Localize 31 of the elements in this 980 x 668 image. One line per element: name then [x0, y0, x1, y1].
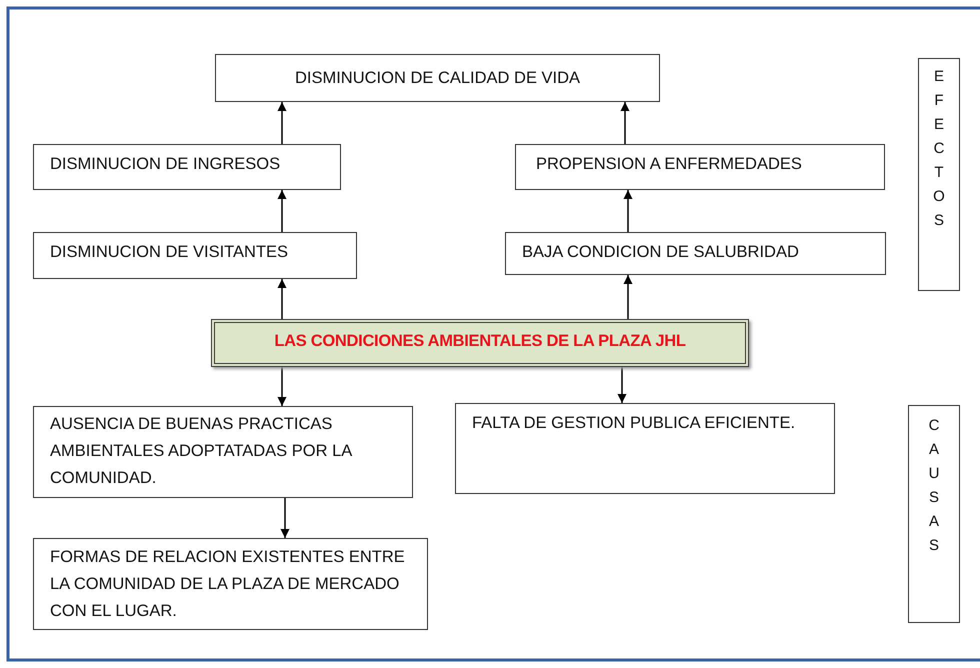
box-text: LAS CONDICIONES AMBIENTALES DE LA PLAZA JHL [273, 331, 687, 352]
text-box [33, 538, 428, 630]
text-box [515, 144, 885, 190]
arrow [278, 279, 286, 319]
box-text: BAJA CONDICION DE SALUBRIDAD [522, 242, 800, 263]
text-box [455, 403, 835, 494]
arrow [624, 190, 632, 232]
text-box [33, 406, 413, 498]
arrow [280, 498, 290, 538]
box-text: AUSENCIA DE BUENAS PRACTICAS AMBIENTALES ADOPTATADAS POR LA COMUNIDAD. [50, 414, 353, 489]
arrow [278, 367, 286, 406]
arrow [624, 275, 632, 319]
central-problem-box [211, 319, 749, 367]
box-text: CAUSAS [928, 416, 940, 556]
box-text: EFECTOS [932, 67, 946, 231]
box-text: PROPENSION A ENFERMEDADES [536, 154, 803, 175]
arrow [620, 102, 630, 144]
arrow [618, 367, 626, 403]
box-text: FALTA DE GESTION PUBLICA EFICIENTE. [472, 413, 796, 434]
box-text: DISMINUCION DE CALIDAD DE VIDA [294, 68, 582, 89]
section-label-box [918, 58, 960, 291]
arrow [278, 190, 286, 232]
text-box [505, 232, 886, 275]
section-label-box [908, 405, 960, 623]
text-box [33, 232, 357, 279]
box-text: DISMINUCION DE INGRESOS [50, 154, 282, 175]
arrow [278, 102, 286, 144]
text-box [215, 54, 660, 102]
box-text: DISMINUCION DE VISITANTES [50, 242, 290, 263]
box-text: FORMAS DE RELACION EXISTENTES ENTRE LA COMUNIDAD DE LA PLAZA DE MERCADO CON EL LUGAR. [50, 547, 406, 622]
text-box [33, 144, 341, 190]
